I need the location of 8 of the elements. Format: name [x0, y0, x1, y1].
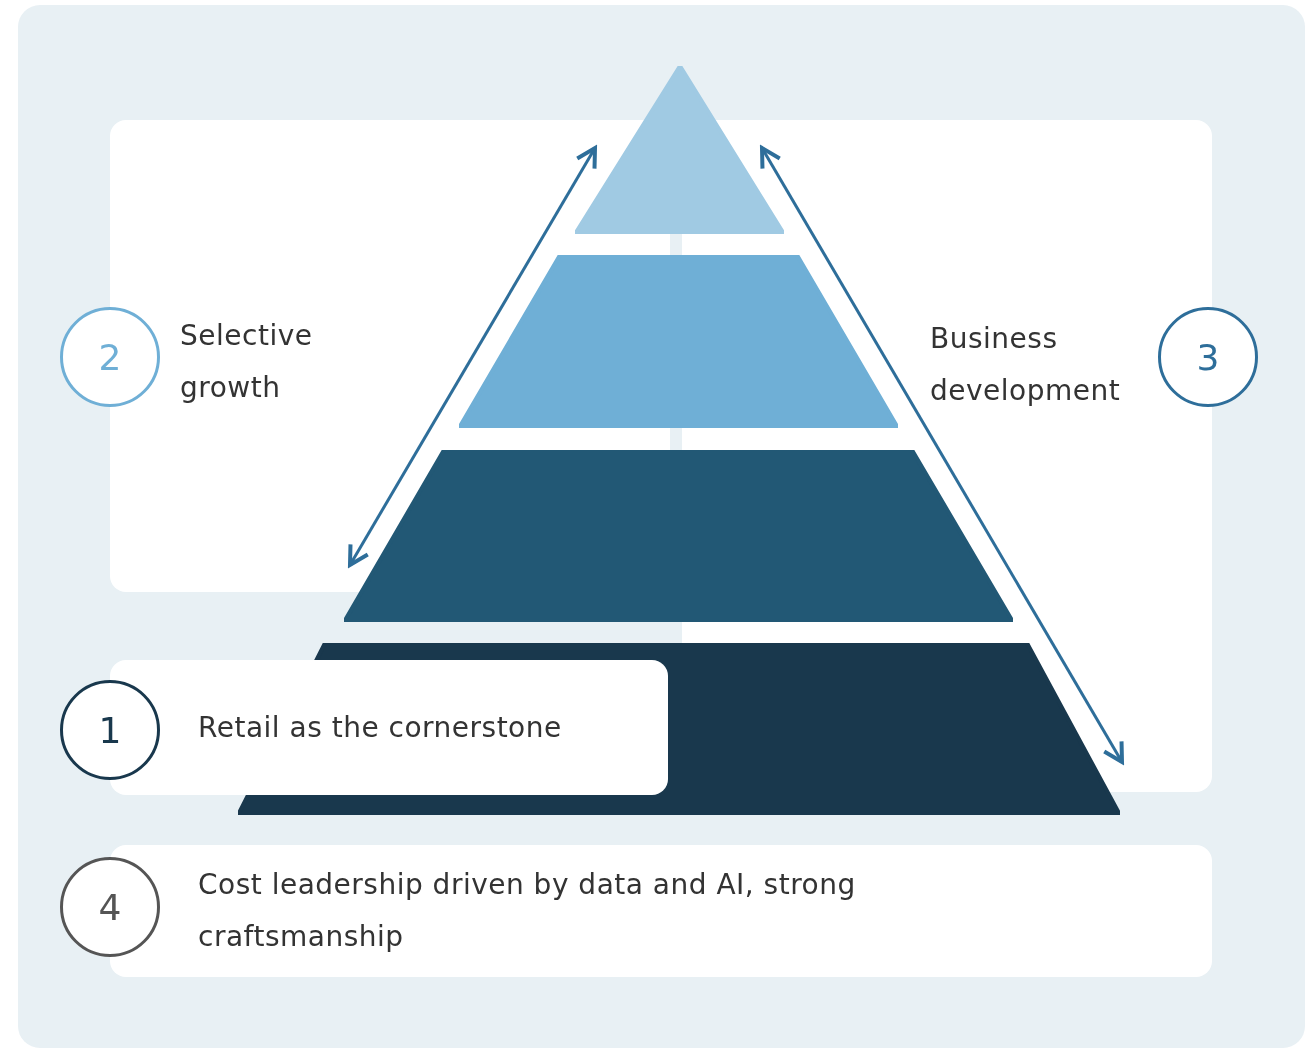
double-arrow — [760, 146, 1124, 764]
panel-text: Cost leadership driven by data and AI, strong craftsmanship — [198, 867, 857, 955]
panel-text: Retail as the cornerstone — [198, 710, 563, 746]
double-arrow — [348, 146, 597, 567]
pyramid-tier — [344, 450, 1013, 622]
side-label: Selective growth — [180, 310, 420, 414]
pyramid-tier — [575, 66, 784, 234]
pyramid-tier — [459, 255, 898, 428]
